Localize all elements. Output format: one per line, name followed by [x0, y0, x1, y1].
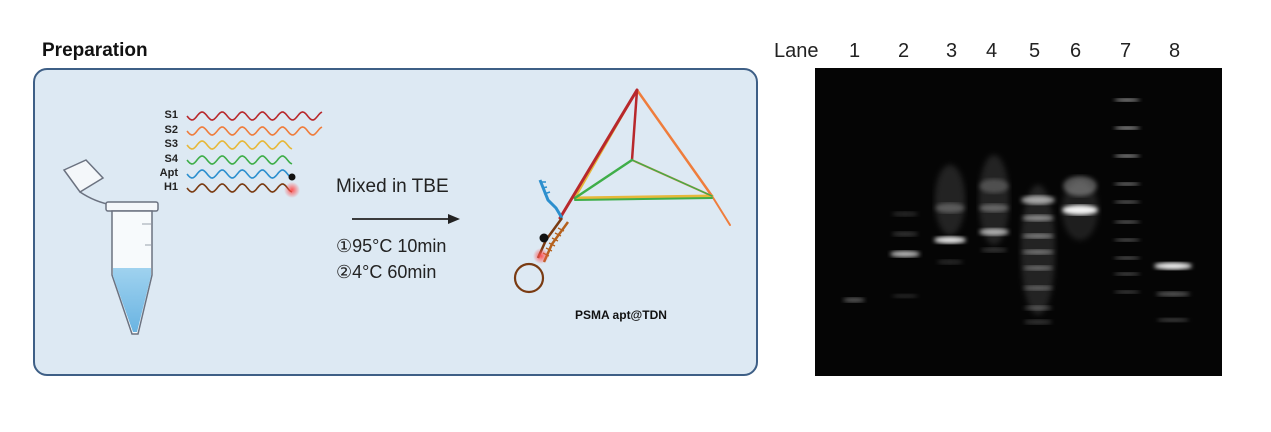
step-1-text: ①95°C 10min	[336, 236, 447, 256]
section-title: Preparation	[42, 40, 148, 61]
strand-label-s1: S1	[164, 109, 178, 121]
mix-label: Mixed in TBE	[336, 176, 449, 197]
strand-label-s3: S3	[164, 138, 178, 150]
strand-label-h1: H1	[163, 181, 178, 193]
step-2-text: ②4°C 60min	[336, 262, 437, 282]
gel-image	[815, 68, 1222, 376]
product-label: PSMA apt@TDN	[575, 308, 667, 322]
lane-number-4: 4	[986, 40, 998, 62]
strand-label-apt: Apt	[159, 167, 178, 179]
lane-number-5: 5	[1029, 40, 1041, 62]
lane-number-3: 3	[946, 40, 958, 62]
lane-number-2: 2	[898, 40, 910, 62]
lane-number-6: 6	[1070, 40, 1082, 62]
lane-number-1: 1	[849, 40, 861, 62]
lane-number-8: 8	[1169, 40, 1181, 62]
lane-number-7: 7	[1120, 40, 1132, 62]
strand-label-s2: S2	[164, 124, 178, 136]
lane-title: Lane	[774, 40, 819, 62]
strand-label-s4: S4	[164, 153, 178, 165]
